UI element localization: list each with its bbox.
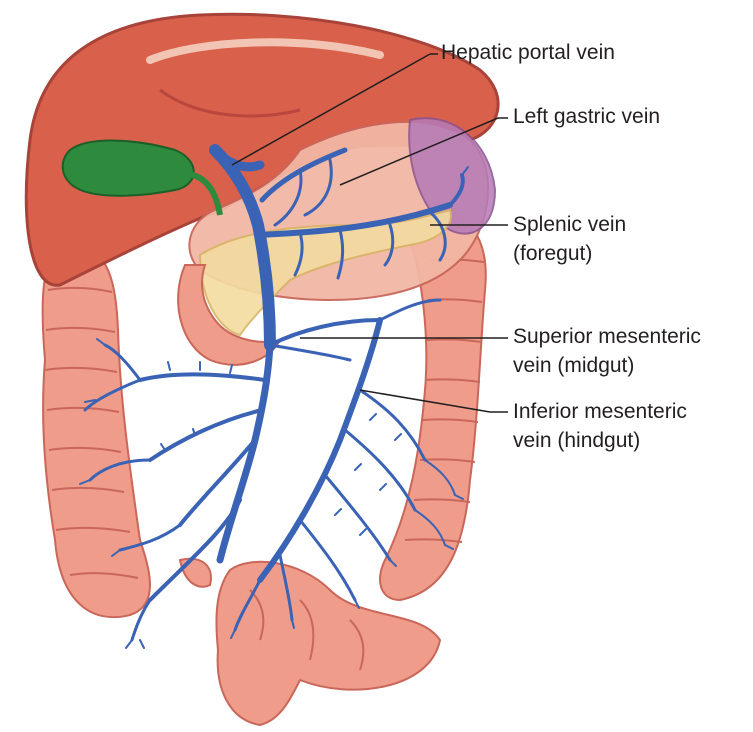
label-hepatic-portal-vein: Hepatic portal vein [441, 40, 615, 66]
label-inferior-mesenteric-line2: vein (hindgut) [513, 428, 640, 454]
label-inferior-mesenteric-line1: Inferior mesenteric [513, 399, 687, 425]
label-superior-mesenteric-line1: Superior mesenteric [513, 324, 701, 350]
label-splenic-vein-line1: Splenic vein [513, 212, 626, 238]
label-superior-mesenteric-line2: vein (midgut) [513, 353, 634, 379]
label-splenic-vein-line2: (foregut) [513, 241, 592, 267]
label-left-gastric-vein: Left gastric vein [513, 104, 660, 130]
inferior-mesenteric-vein [260, 320, 380, 580]
